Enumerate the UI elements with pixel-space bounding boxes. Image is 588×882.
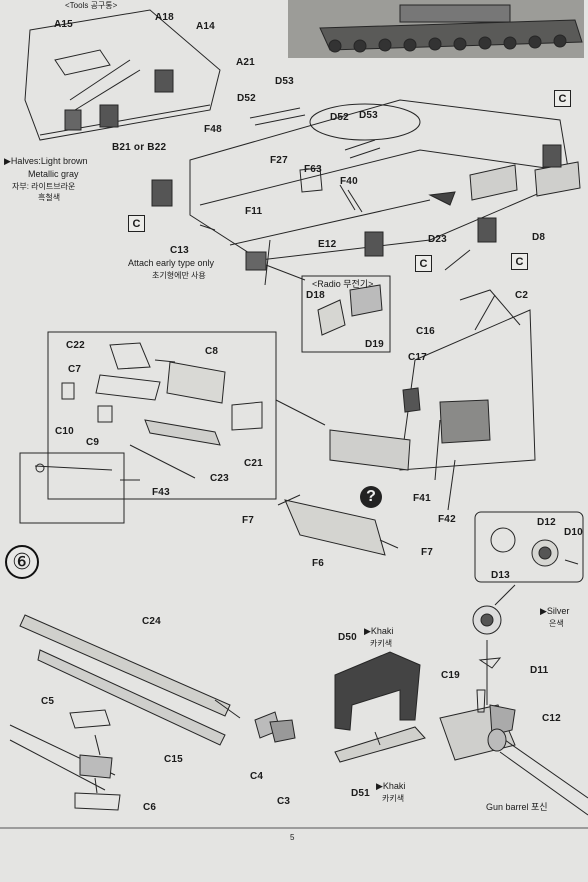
part-label-f11: F11 — [245, 206, 263, 217]
khaki-note-b-en: ▶Khaki — [376, 781, 406, 791]
part-label-f7-right: F7 — [421, 547, 434, 558]
part-label-a18: A18 — [155, 12, 174, 23]
part-label-d53: D53 — [359, 110, 378, 121]
part-label-d23: D23 — [428, 234, 447, 245]
part-label-c15: C15 — [164, 754, 183, 765]
part-label-a21: A21 — [236, 57, 255, 68]
part-label-f27: F27 — [270, 155, 288, 166]
part-label-f63: F63 — [304, 164, 322, 175]
part-label-c6: C6 — [143, 802, 157, 813]
step-number-6: ⑥ — [5, 545, 39, 579]
part-label-f42: F42 — [438, 514, 456, 525]
part-label-d13: D13 — [491, 570, 510, 581]
attach-note-line2: 초기형에만 사용 — [152, 271, 206, 280]
part-label-c7: C7 — [68, 364, 82, 375]
part-label-d8: D8 — [532, 232, 546, 243]
page-number: 5 — [290, 833, 295, 842]
callout-c-right: C — [511, 253, 528, 270]
part-label-d52-top: D52 — [237, 93, 256, 104]
part-label-c24: C24 — [142, 616, 161, 627]
part-label-f43: F43 — [152, 487, 170, 498]
silver-note-ko: 은색 — [549, 619, 564, 628]
gun-barrel-label: Gun barrel 포신 — [486, 802, 548, 812]
khaki-note-a-ko: 카키색 — [370, 639, 393, 648]
part-label-d52: D52 — [330, 112, 349, 123]
radio-label: <Radio 무전기> — [312, 279, 374, 289]
part-label-e12: E12 — [318, 239, 337, 250]
part-label-d10: D10 — [564, 527, 583, 538]
part-label-c3: C3 — [277, 796, 291, 807]
callout-c-top-right: C — [554, 90, 571, 107]
part-label-f6: F6 — [312, 558, 325, 569]
part-label-d11: D11 — [530, 665, 549, 676]
part-label-d51: D51 — [351, 788, 370, 799]
part-label-c9: C9 — [86, 437, 100, 448]
part-label-f40: F40 — [340, 176, 358, 187]
part-label-c22: C22 — [66, 340, 85, 351]
halves-note-line4: 흑철색 — [38, 193, 61, 202]
part-label-a15: A15 — [54, 19, 73, 30]
silver-note-en: ▶Silver — [540, 606, 570, 616]
part-label-f7-left: F7 — [242, 515, 255, 526]
part-label-f41: F41 — [413, 493, 431, 504]
part-label-c19: C19 — [441, 670, 460, 681]
part-label-c5: C5 — [41, 696, 55, 707]
part-label-c23: C23 — [210, 473, 229, 484]
part-label-d12: D12 — [537, 517, 556, 528]
part-label-c4: C4 — [250, 771, 264, 782]
part-label-c17: C17 — [408, 352, 427, 363]
part-label-c16: C16 — [416, 326, 435, 337]
part-label-c2: C2 — [515, 290, 529, 301]
attach-note-line1: Attach early type only — [128, 258, 215, 268]
khaki-note-a-en: ▶Khaki — [364, 626, 394, 636]
halves-note-line2: Metallic gray — [28, 169, 79, 179]
part-label-c21: C21 — [244, 458, 263, 469]
part-label-c12: C12 — [542, 713, 561, 724]
part-label-f48: F48 — [204, 124, 222, 135]
part-label-b21-or-b22: B21 or B22 — [112, 142, 167, 153]
part-label-c8: C8 — [205, 346, 219, 357]
part-label-a14: A14 — [196, 21, 215, 32]
halves-note-line1: ▶Halves:Light brown — [4, 156, 88, 166]
part-label-d53-top: D53 — [275, 76, 294, 87]
part-label-d50: D50 — [338, 632, 357, 643]
part-label-c10: C10 — [55, 426, 74, 437]
tools-label: <Tools 공구통> — [65, 1, 118, 10]
part-label-c13: C13 — [170, 245, 189, 256]
halves-note-line3: 자부: 라이트브라운 — [12, 182, 76, 191]
question-icon: ? — [360, 486, 382, 508]
callout-c-left: C — [128, 215, 145, 232]
part-label-d19: D19 — [365, 339, 384, 350]
part-label-d18: D18 — [306, 290, 325, 301]
khaki-note-b-ko: 카키색 — [382, 794, 405, 803]
callout-c-middle: C — [415, 255, 432, 272]
